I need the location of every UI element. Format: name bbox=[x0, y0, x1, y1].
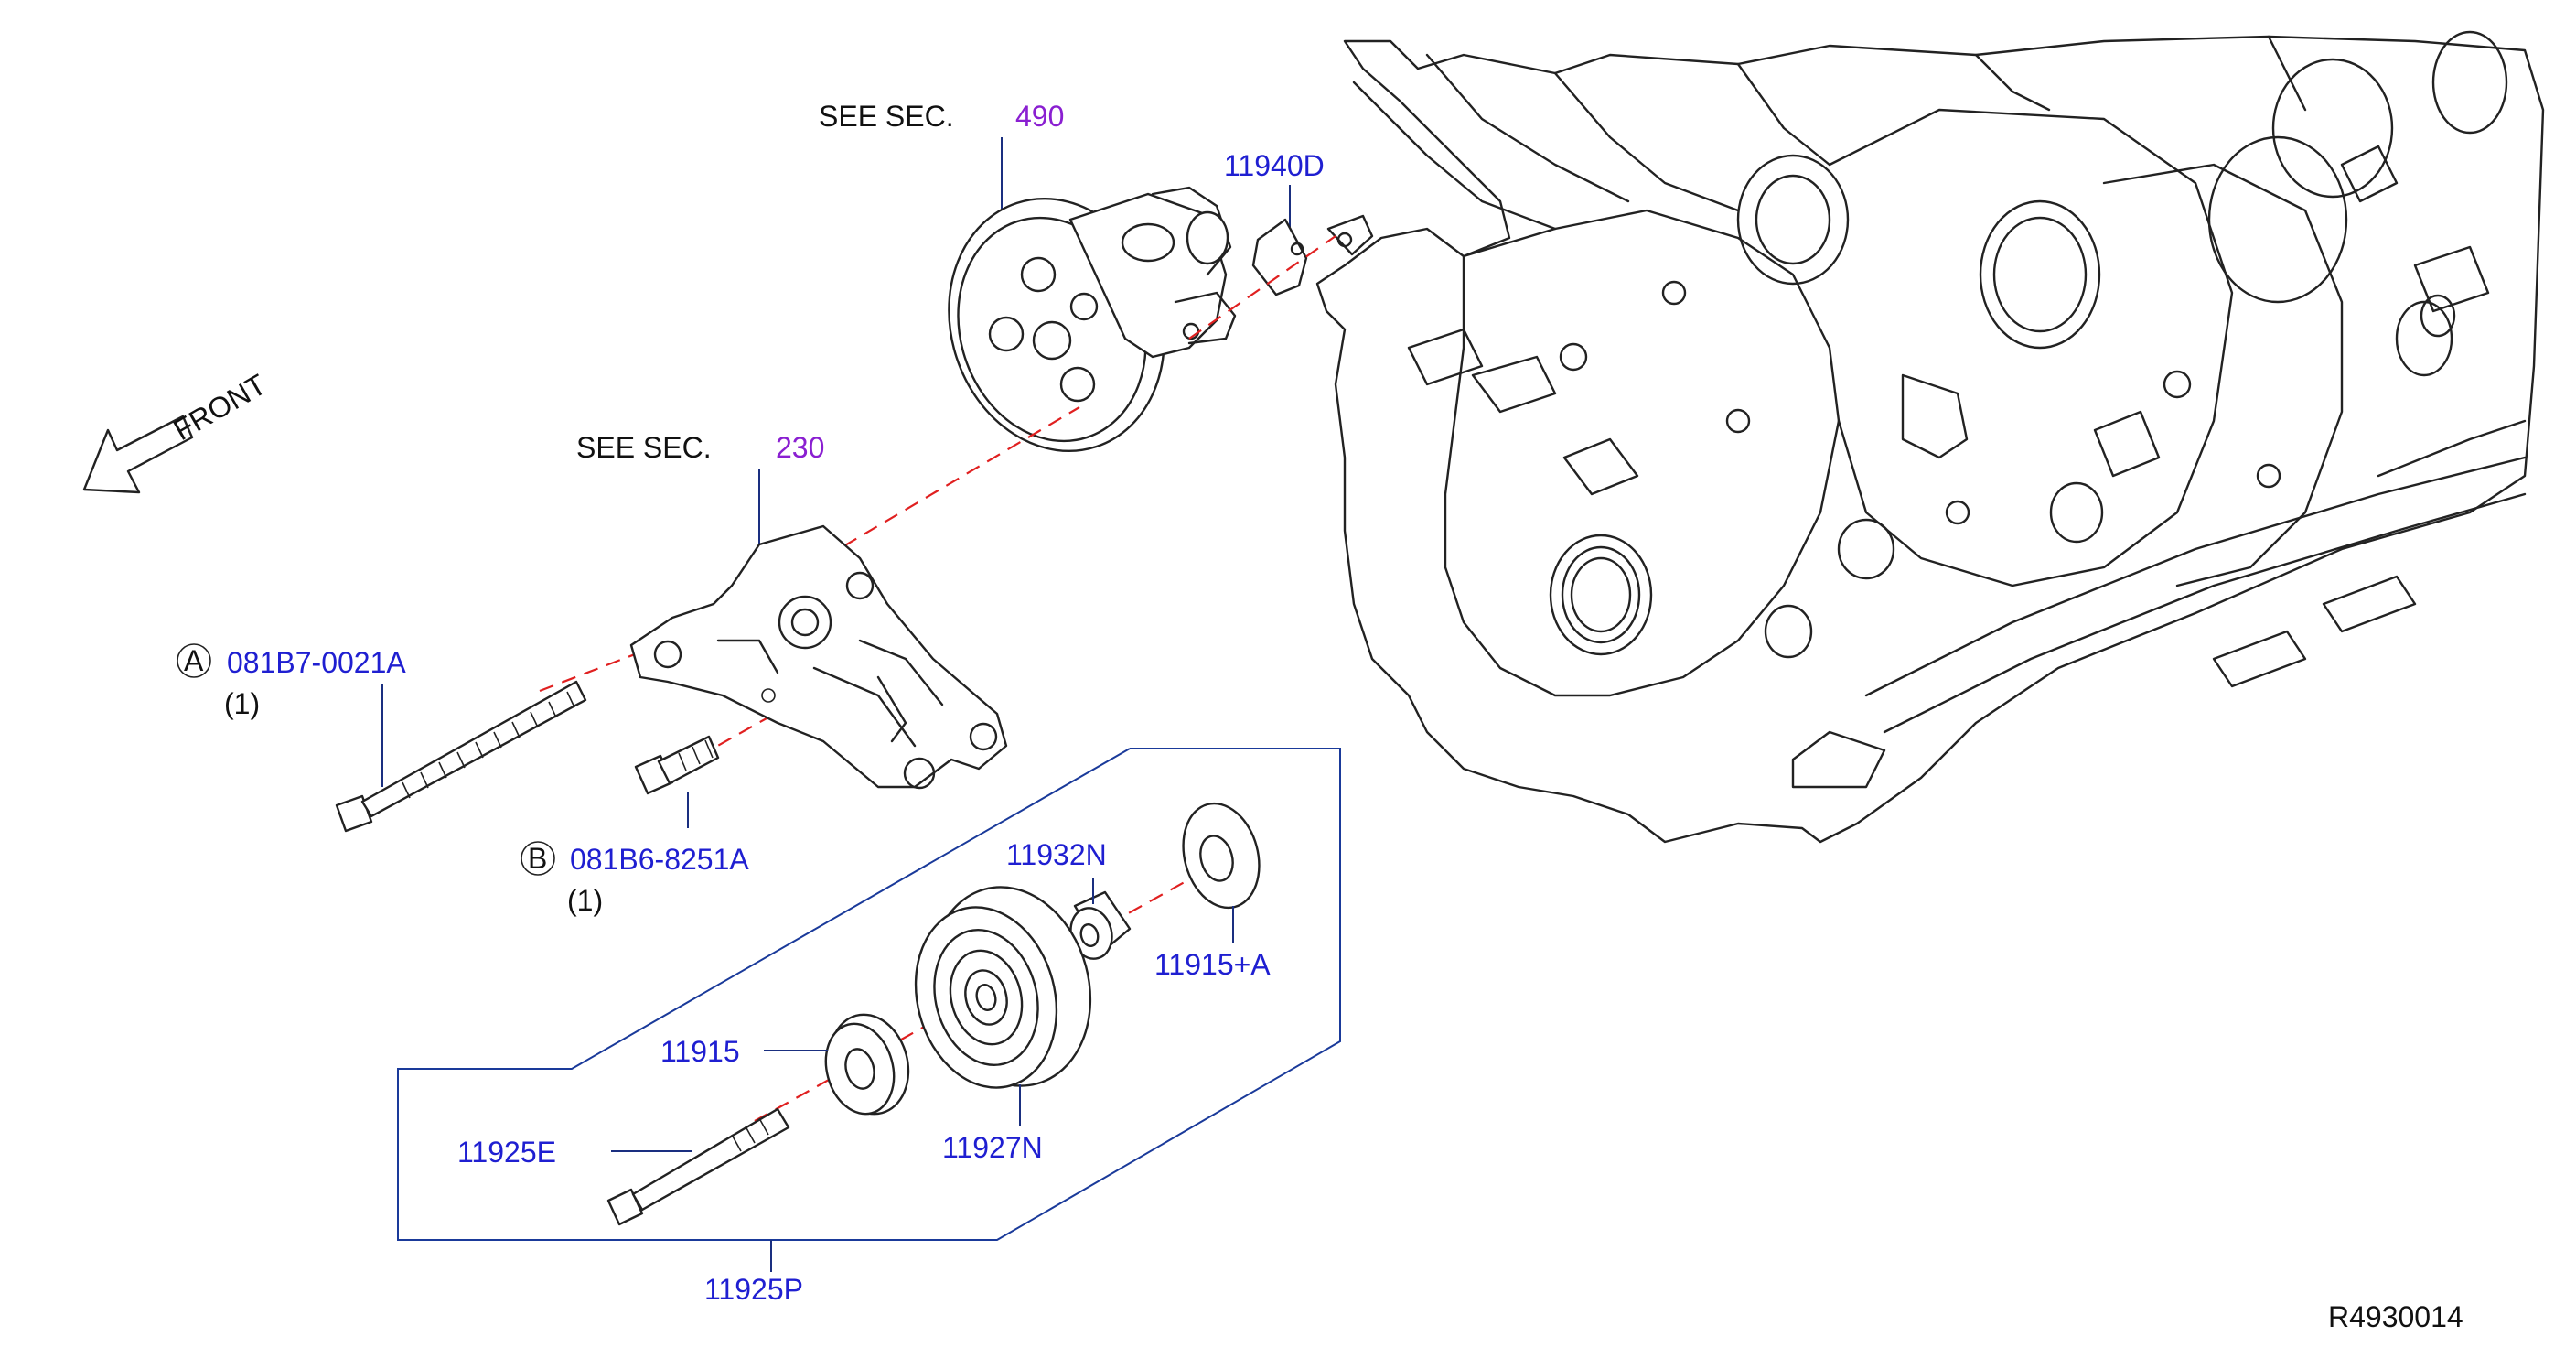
bolt-081B7-0021A bbox=[335, 680, 587, 833]
idler-kit-group-box bbox=[397, 748, 1341, 1241]
part-11927N-label[interactable]: 11927N bbox=[942, 1131, 1043, 1164]
part-081B7-0021A-label[interactable]: 081B7-0021A bbox=[227, 646, 406, 679]
washer-11915A bbox=[1182, 802, 1261, 910]
engine-block-illustration bbox=[1315, 30, 2545, 844]
part-11925E-label[interactable]: 11925E bbox=[457, 1136, 556, 1169]
power-steering-pump bbox=[948, 186, 1237, 453]
callout-B-badge: B bbox=[521, 841, 555, 876]
idler-bracket bbox=[629, 524, 1008, 790]
qty-081B7-0021A: (1) bbox=[224, 687, 260, 720]
callout-A-letter: A bbox=[184, 644, 204, 677]
see-sec-490-prefix: SEE SEC. bbox=[819, 100, 954, 133]
spacer-11932N bbox=[1069, 890, 1132, 960]
bolt-11925E bbox=[606, 1107, 790, 1226]
washer-11915 bbox=[824, 1013, 910, 1116]
part-11932N-label[interactable]: 11932N bbox=[1006, 838, 1107, 871]
part-11915A-label[interactable]: 11915+A bbox=[1154, 948, 1271, 981]
part-11915-label[interactable]: 11915 bbox=[660, 1035, 740, 1068]
part-11925P-label[interactable]: 11925P bbox=[704, 1273, 803, 1306]
reference-code: R4930014 bbox=[2328, 1300, 2463, 1333]
bracket-11940D bbox=[1251, 214, 1374, 296]
qty-081B6-8251A: (1) bbox=[567, 884, 603, 917]
see-sec-490-number[interactable]: 490 bbox=[1015, 100, 1064, 133]
part-11940D-label[interactable]: 11940D bbox=[1224, 149, 1325, 182]
see-sec-230-prefix: SEE SEC. bbox=[576, 431, 712, 464]
bolt-081B6-8251A bbox=[634, 735, 720, 795]
see-sec-230-number[interactable]: 230 bbox=[776, 431, 824, 464]
front-label: FRONT bbox=[168, 368, 272, 447]
callout-B-letter: B bbox=[528, 842, 547, 875]
front-arrow-icon bbox=[82, 415, 194, 494]
part-081B6-8251A-label[interactable]: 081B6-8251A bbox=[570, 843, 749, 876]
idler-pulley-11927N bbox=[914, 886, 1092, 1089]
callout-A-badge: A bbox=[177, 643, 211, 678]
